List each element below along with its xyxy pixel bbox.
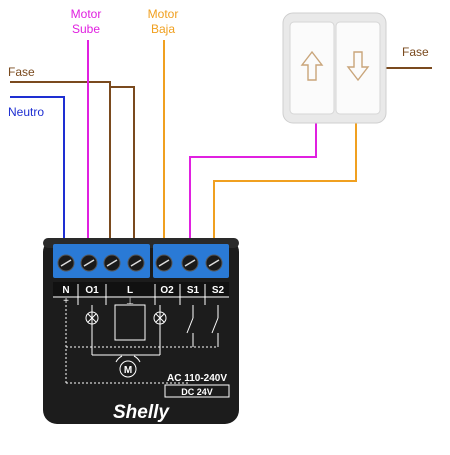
label-motor-baja-line2: Baja: [151, 22, 175, 36]
terminal-screw-slot: [158, 259, 170, 267]
label-fase-left: Fase: [8, 65, 35, 79]
shelly-device: N O1 L O2 S1 S2 + ⊥: [43, 238, 239, 424]
terminal-screw-slot: [83, 259, 95, 267]
label-motor-baja-line1: Motor: [148, 7, 179, 21]
internal-schematic: [53, 284, 229, 384]
wire-s1: [189, 115, 317, 248]
wire-fase-branch: [110, 86, 135, 248]
wall-switch: [282, 12, 387, 124]
voltage-ac: AC 110-240V: [167, 373, 227, 384]
switch-button-up[interactable]: [289, 21, 335, 115]
label-motor-sube-line1: Motor: [71, 7, 102, 21]
label-motor-sube-line2: Sube: [72, 22, 100, 36]
lamp-o1-icon: [85, 311, 99, 325]
terminal-block-left: [53, 244, 150, 278]
terminal-screw-slot: [130, 259, 142, 267]
terminal-label-o1: O1: [85, 285, 99, 296]
wires: [10, 40, 432, 248]
terminal-label-n: N: [62, 285, 69, 296]
wire-s2: [213, 115, 357, 248]
lamp-o2-icon: [153, 311, 167, 325]
wire-neutro: [10, 96, 65, 248]
terminal-label-s1: S1: [187, 285, 200, 296]
label-fase-right: Fase: [402, 45, 429, 59]
terminal-label-s2: S2: [212, 285, 225, 296]
arrow-down-icon: [346, 51, 370, 82]
terminal-screw-slot: [106, 259, 118, 267]
terminal-label-l: L: [127, 285, 133, 296]
switch-button-down[interactable]: [335, 21, 381, 115]
terminal-screw-slot: [184, 259, 196, 267]
voltage-dc: DC 24V: [181, 387, 213, 397]
arrow-up-icon: [300, 50, 324, 81]
label-neutro: Neutro: [8, 105, 44, 119]
motor-icon: [119, 360, 137, 378]
voltage-dc-box: [164, 384, 230, 398]
terminal-label-strip: [53, 282, 229, 296]
terminal-label-o2: O2: [160, 285, 174, 296]
motor-symbol: M: [124, 365, 132, 376]
terminal-labels: N O1 L O2 S1 S2 + ⊥: [62, 285, 224, 307]
ground-sign: ⊥: [126, 296, 134, 306]
terminal-screws: [57, 254, 223, 272]
wire-fase: [10, 81, 111, 248]
terminal-screw-slot: [208, 259, 220, 267]
brand-logo: Shelly: [113, 402, 170, 423]
plus-sign: +: [63, 296, 69, 307]
terminal-screw-slot: [60, 259, 72, 267]
